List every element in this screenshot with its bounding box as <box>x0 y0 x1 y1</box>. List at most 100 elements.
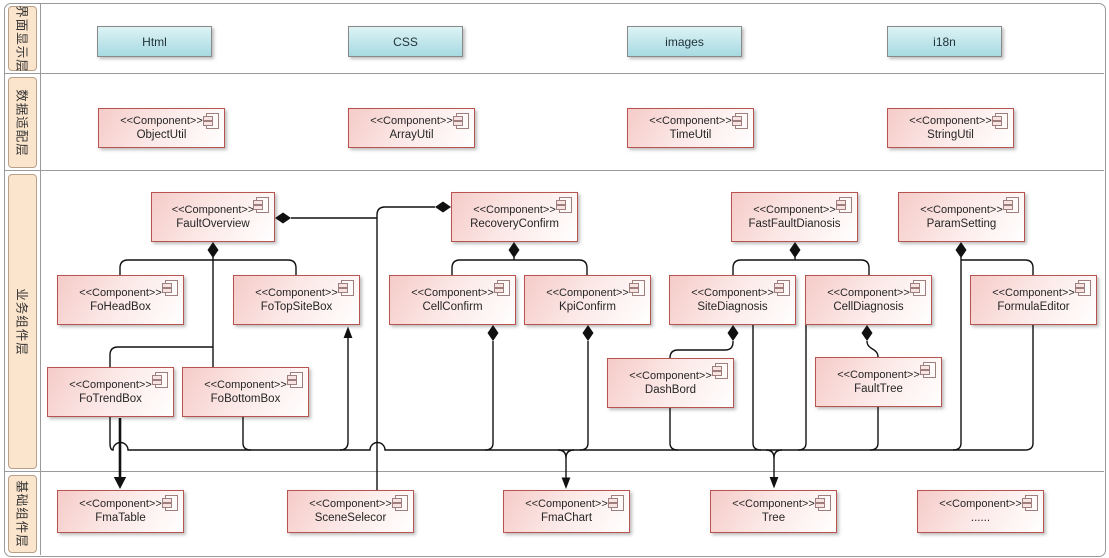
component-name: TimeUtil <box>669 128 712 141</box>
stereotype: <<Component>> <box>732 498 815 510</box>
stereotype: <<Component>> <box>939 498 1022 510</box>
stereotype: <<Component>> <box>909 114 992 127</box>
layer-band-ui: 界面显示层 <box>8 5 37 72</box>
layer-separator <box>4 471 1104 472</box>
component-icon <box>712 363 728 379</box>
component-icon <box>494 280 510 296</box>
stereotype: <<Component>> <box>629 369 712 382</box>
component-name: FoTopSiteBox <box>260 300 333 313</box>
component-name: Tree <box>761 512 786 524</box>
component-name: FaultTree <box>854 382 903 395</box>
component-icon <box>992 113 1008 129</box>
component-objectutil[interactable]: <<Component>>ObjectUtil <box>98 108 225 148</box>
component-icon <box>920 362 936 378</box>
component-fobottombox[interactable]: <<Component>>FoBottomBox <box>182 367 309 417</box>
component-fotopsitebox[interactable]: <<Component>>FoTopSiteBox <box>233 275 360 325</box>
node-i18n[interactable]: i18n <box>887 26 1002 57</box>
component-icon <box>162 495 178 511</box>
component-icon <box>774 280 790 296</box>
component-name: SiteDiagnosis <box>697 300 768 313</box>
component-fastfaultdianosis[interactable]: <<Component>>FastFaultDianosis <box>731 192 858 242</box>
component-icon <box>629 280 645 296</box>
stereotype: <<Component>> <box>171 203 255 216</box>
component-tree[interactable]: <<Component>> Tree <box>710 490 837 533</box>
component-icon <box>1003 197 1019 213</box>
stereotype: <<Component>> <box>370 114 453 127</box>
component-name: FmaTable <box>95 512 146 524</box>
stereotype: <<Component>> <box>204 378 287 391</box>
layer-band-basic: 基础组件层 <box>8 475 37 553</box>
component-name: DashBord <box>644 383 697 396</box>
stereotype: <<Component>> <box>649 114 732 127</box>
node-label: images <box>665 34 704 49</box>
component-faulttree[interactable]: <<Component>>FaultTree <box>815 357 942 407</box>
component-name: ...... <box>970 512 991 524</box>
node-html[interactable]: Html <box>97 26 212 57</box>
component-arrayutil[interactable]: <<Component>>ArrayUtil <box>348 108 475 148</box>
node-label: i18n <box>933 34 956 49</box>
component-fotrendbox[interactable]: <<Component>>FoTrendBox <box>47 367 174 417</box>
stereotype: <<Component>> <box>255 286 338 299</box>
layer-separator <box>4 73 1104 74</box>
component-name: KpiConfirm <box>559 300 616 313</box>
component-sceneselecor[interactable]: <<Component>>SceneSelecor <box>287 490 414 533</box>
stereotype: <<Component>> <box>525 498 608 510</box>
component-dashbord[interactable]: <<Component>>DashBord <box>607 358 734 408</box>
component-name: FaultOverview <box>176 217 250 230</box>
component-stringutil[interactable]: <<Component>>StringUtil <box>887 108 1014 148</box>
component-fmachart[interactable]: <<Component>>FmaChart <box>503 490 630 533</box>
layer-band-adapter: 数据适配层 <box>8 77 37 168</box>
component-sitediagnosis[interactable]: <<Component>>SiteDiagnosis <box>669 275 796 325</box>
component-name: FoBottomBox <box>210 392 281 405</box>
stereotype: <<Component>> <box>827 286 910 299</box>
layer-separator <box>4 170 1104 171</box>
node-images[interactable]: images <box>627 26 742 57</box>
component-icon <box>1075 280 1091 296</box>
stereotype: <<Component>> <box>309 498 392 510</box>
layer-label-column-separator <box>40 3 41 555</box>
component-name: ObjectUtil <box>136 128 187 141</box>
component-name: FormulaEditor <box>997 300 1070 313</box>
component-icon <box>910 280 926 296</box>
component-icon <box>836 197 852 213</box>
component-icon <box>338 280 354 296</box>
component-fmatable[interactable]: <<Component>> FmaTable <box>57 490 184 533</box>
component-ellipsis[interactable]: <<Component>>...... <box>917 490 1044 533</box>
component-faultoverview[interactable]: <<Component>>FaultOverview <box>151 192 275 242</box>
stereotype: <<Component>> <box>753 203 836 216</box>
component-icon <box>453 113 469 129</box>
layer-band-business: 业务组件层 <box>8 174 37 469</box>
component-icon <box>287 372 303 388</box>
stereotype: <<Component>> <box>411 286 494 299</box>
component-name: CellConfirm <box>422 300 483 313</box>
component-icon <box>392 495 408 511</box>
component-recoveryconfirm[interactable]: <<Component>>RecoveryConfirm <box>451 192 578 242</box>
stereotype: <<Component>> <box>473 203 556 216</box>
stereotype: <<Component>> <box>992 286 1075 299</box>
component-name: StringUtil <box>927 128 974 141</box>
component-paramsetting[interactable]: <<Component>>ParamSetting <box>898 192 1025 242</box>
component-icon <box>152 372 168 388</box>
node-label: Html <box>142 34 167 49</box>
component-timeutil[interactable]: <<Component>>TimeUtil <box>627 108 754 148</box>
component-celldiagnosis[interactable]: <<Component>>CellDiagnosis <box>805 275 932 325</box>
component-formulaeditor[interactable]: <<Component>>FormulaEditor <box>970 275 1097 325</box>
component-icon <box>608 495 624 511</box>
component-cellconfirm[interactable]: <<Component>>CellConfirm <box>389 275 516 325</box>
component-name: CellDiagnosis <box>833 300 904 313</box>
stereotype: <<Component>> <box>837 368 920 381</box>
node-label: CSS <box>393 34 418 49</box>
component-icon <box>1022 495 1038 511</box>
node-css[interactable]: CSS <box>348 26 463 57</box>
component-icon <box>203 113 219 129</box>
component-name: FoHeadBox <box>90 300 151 313</box>
component-name: FoTrendBox <box>79 392 142 405</box>
stereotype: <<Component>> <box>920 203 1003 216</box>
component-foheadbox[interactable]: <<Component>>FoHeadBox <box>57 275 184 325</box>
stereotype: <<Component>> <box>79 498 162 510</box>
stereotype: <<Component>> <box>120 114 203 127</box>
component-name: ArrayUtil <box>389 128 434 141</box>
component-kpiconfirm[interactable]: <<Component>>KpiConfirm <box>524 275 651 325</box>
